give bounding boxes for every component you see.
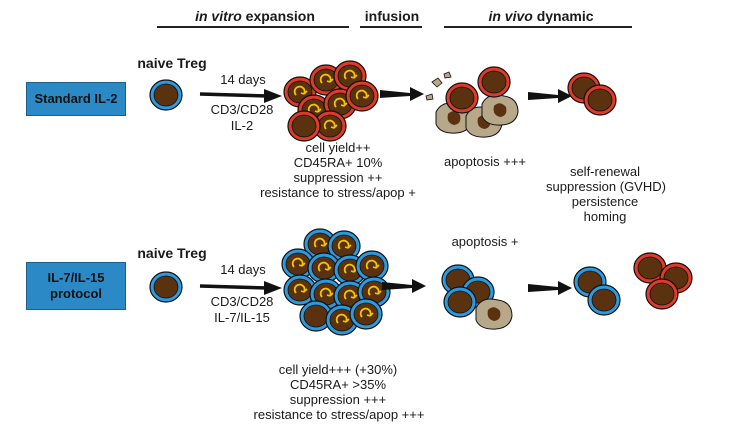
- naive-treg-cell-row2: [149, 271, 183, 303]
- outcome-row1-2: suppression ++: [293, 170, 383, 185]
- fate-row1-2: persistence: [571, 194, 639, 209]
- fate-row1-3: homing: [583, 209, 627, 224]
- expansion-arrow-row2: [199, 284, 269, 290]
- protocol-box-il7-il15: IL-7/IL-15 protocol: [26, 262, 126, 310]
- header-dynamic-rest: dynamic: [536, 8, 594, 24]
- protocol-label-standard: Standard IL-2: [34, 91, 118, 106]
- naive-treg-label-row2: naive Treg: [137, 245, 207, 261]
- fate-row1-1: suppression (GVHD): [546, 179, 666, 194]
- expanded-cells-row2: [281, 228, 391, 336]
- protocol-box-standard-il2: Standard IL-2: [26, 82, 126, 116]
- expansion-arrowhead-row1: [264, 89, 282, 103]
- header-expansion-rest: expansion: [245, 8, 315, 24]
- stim-label-row2-1: CD3/CD28: [210, 294, 274, 309]
- header-expansion-underline: [157, 26, 349, 28]
- header-in-vivo-dynamic: in vivo dynamic: [446, 8, 636, 24]
- outcome-row1-1: CD45RA+ 10%: [293, 155, 383, 170]
- surviving-cells-row1: [567, 72, 617, 116]
- naive-treg-cell-row1: [149, 79, 183, 111]
- header-dynamic-italic: in vivo: [488, 8, 533, 24]
- fate-row1-0: self-renewal: [569, 164, 641, 179]
- protocol-label-il7-line1: IL-7/IL-15: [47, 270, 105, 285]
- naive-treg-label-row1: naive Treg: [137, 55, 207, 71]
- header-infusion-underline: [360, 26, 422, 28]
- in-vivo-cells-row1: [425, 66, 519, 138]
- fate-arrow-row2: [528, 281, 572, 295]
- days-label-row1: 14 days: [220, 72, 266, 87]
- outcome-row1-0: cell yield++: [305, 140, 371, 155]
- outcome-row2-3: resistance to stress/apop +++: [253, 407, 425, 422]
- outcome-row2-1: CD45RA+ >35%: [289, 377, 387, 392]
- stim-label-row1-2: IL-2: [230, 118, 254, 133]
- expanded-cells-row1: [283, 60, 379, 142]
- outcome-row2-2: suppression +++: [289, 392, 387, 407]
- stim-label-row1-1: CD3/CD28: [210, 102, 274, 117]
- outcome-row1-3: resistance to stress/apop +: [260, 185, 416, 200]
- header-in-vitro-expansion: in vitro expansion: [160, 8, 350, 24]
- infusion-arrow-row1: [380, 87, 424, 101]
- expansion-arrow-row1: [199, 92, 269, 98]
- days-label-row2: 14 days: [220, 262, 266, 277]
- fate-arrow-row1: [528, 89, 572, 103]
- header-expansion-italic: in vitro: [195, 8, 242, 24]
- apoptosis-label-row2: apoptosis +: [451, 234, 519, 249]
- in-vivo-cells-row2: [441, 264, 513, 330]
- surviving-cells-row2: [573, 252, 693, 316]
- stim-label-row2-2: IL-7/IL-15: [214, 310, 270, 325]
- header-dynamic-underline: [444, 26, 632, 28]
- header-infusion: infusion: [364, 8, 420, 24]
- outcome-row2-0: cell yield+++ (+30%): [278, 362, 398, 377]
- apoptosis-label-row1: apoptosis +++: [443, 154, 527, 169]
- expansion-arrowhead-row2: [264, 281, 282, 295]
- protocol-label-il7-line2: protocol: [50, 286, 102, 301]
